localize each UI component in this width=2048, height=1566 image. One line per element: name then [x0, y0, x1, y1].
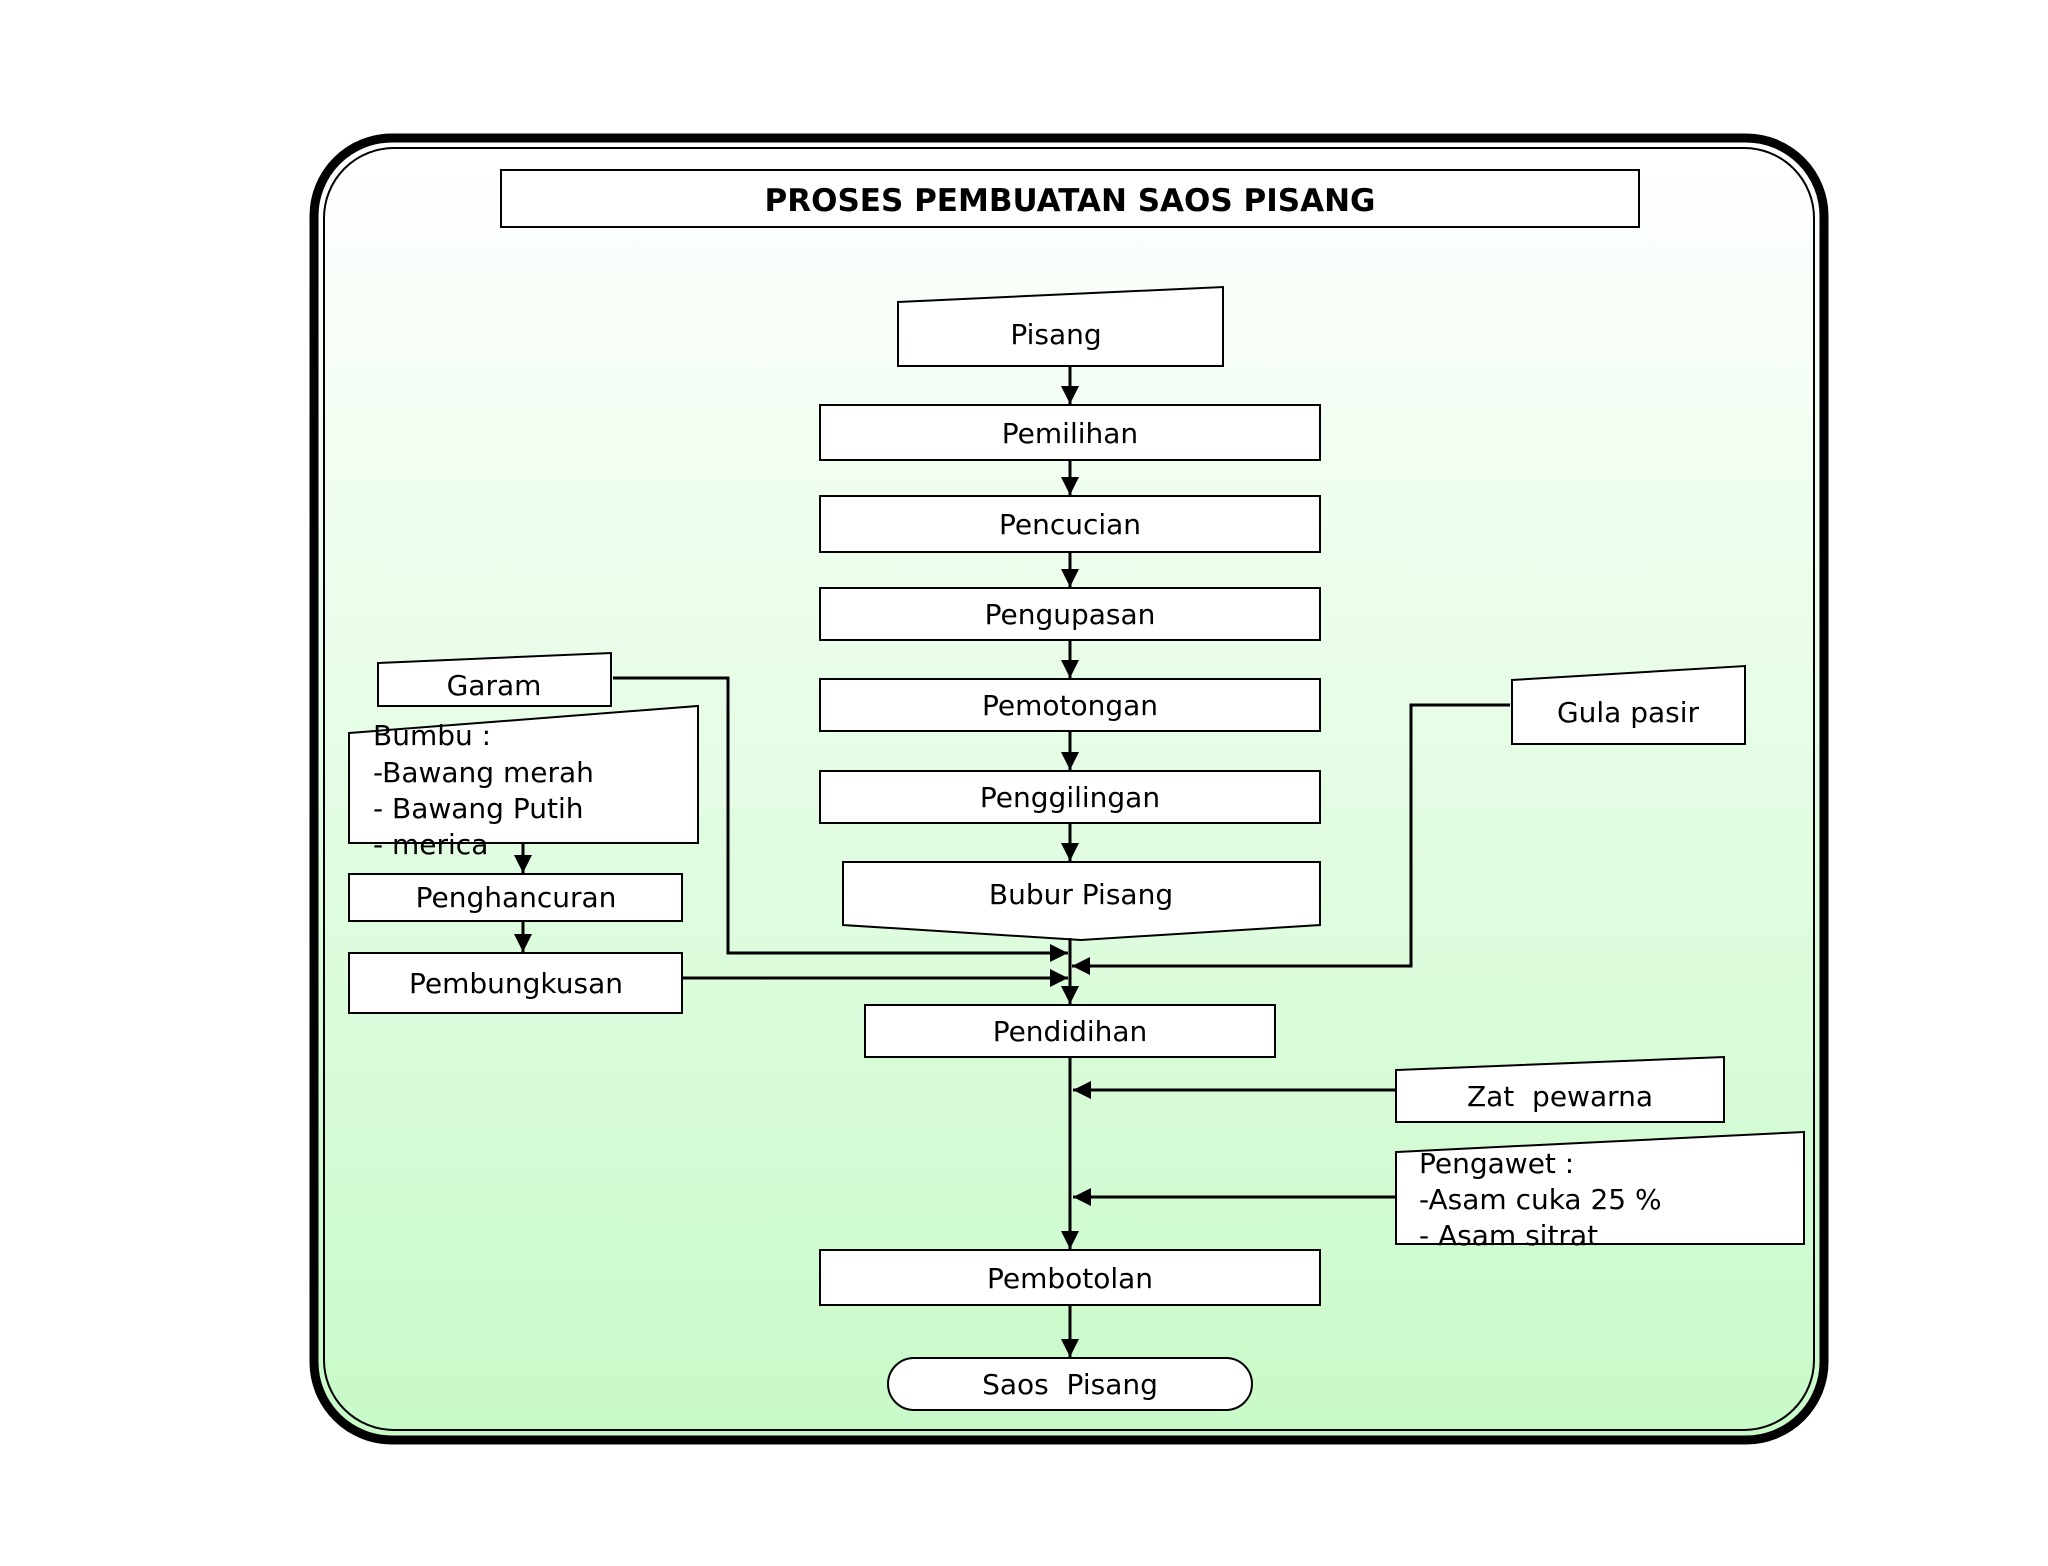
title-box: PROSES PEMBUATAN SAOS PISANG	[500, 169, 1640, 228]
node-pembotolan: Pembotolan	[819, 1249, 1321, 1306]
node-gula-pasir-label: Gula pasir	[1557, 696, 1700, 729]
node-pencucian-label: Pencucian	[999, 508, 1141, 541]
node-pemilihan: Pemilihan	[819, 404, 1321, 461]
node-saos-pisang: Saos Pisang	[887, 1357, 1253, 1411]
node-bumbu-heading: Bumbu :	[373, 719, 491, 752]
node-zat-pewarna: Zat pewarna	[1395, 1055, 1725, 1123]
node-penggilingan: Penggilingan	[819, 770, 1321, 824]
node-pengawet: Pengawet : -Asam cuka 25 % - Asam sitrat	[1395, 1130, 1805, 1252]
node-bumbu: Bumbu : -Bawang merah - Bawang Putih - m…	[348, 704, 699, 861]
node-penghancuran-label: Penghancuran	[416, 881, 617, 914]
arrow-garam-merge	[613, 676, 1068, 962]
node-pengupasan-label: Pengupasan	[985, 598, 1156, 631]
node-pembungkusan-label: Pembungkusan	[409, 967, 623, 1000]
node-pencucian: Pencucian	[819, 495, 1321, 553]
node-garam: Garam	[377, 651, 612, 707]
node-pengawet-item: - Asam sitrat	[1419, 1219, 1598, 1252]
node-pengawet-heading: Pengawet :	[1419, 1147, 1574, 1180]
node-pisang-label: Pisang	[1010, 318, 1101, 351]
node-bumbu-item: - Bawang Putih	[373, 792, 584, 825]
node-bubur-pisang: Bubur Pisang	[842, 861, 1321, 942]
connectors	[514, 366, 1510, 1357]
node-pembotolan-label: Pembotolan	[987, 1262, 1153, 1295]
node-pendidihan: Pendidihan	[864, 1004, 1276, 1058]
node-saos-pisang-label: Saos Pisang	[982, 1368, 1158, 1401]
node-pengawet-item: -Asam cuka 25 %	[1419, 1183, 1662, 1216]
node-bumbu-item: - merica	[373, 828, 488, 861]
node-penghancuran: Penghancuran	[348, 873, 683, 922]
node-zat-pewarna-label: Zat pewarna	[1467, 1080, 1653, 1113]
node-garam-label: Garam	[447, 669, 542, 702]
node-bubur-pisang-label: Bubur Pisang	[989, 878, 1173, 911]
node-pengupasan: Pengupasan	[819, 587, 1321, 641]
node-pisang: Pisang	[897, 285, 1224, 367]
node-pemotongan: Pemotongan	[819, 678, 1321, 732]
arrow-gula-merge	[1072, 703, 1510, 975]
node-penggilingan-label: Penggilingan	[980, 781, 1160, 814]
diagram-title: PROSES PEMBUATAN SAOS PISANG	[765, 183, 1376, 219]
node-bumbu-item: -Bawang merah	[373, 756, 594, 789]
node-gula-pasir: Gula pasir	[1511, 664, 1746, 745]
node-pemilihan-label: Pemilihan	[1002, 417, 1138, 450]
node-pendidihan-label: Pendidihan	[993, 1015, 1148, 1048]
node-pemotongan-label: Pemotongan	[982, 689, 1158, 722]
node-pembungkusan: Pembungkusan	[348, 952, 683, 1014]
